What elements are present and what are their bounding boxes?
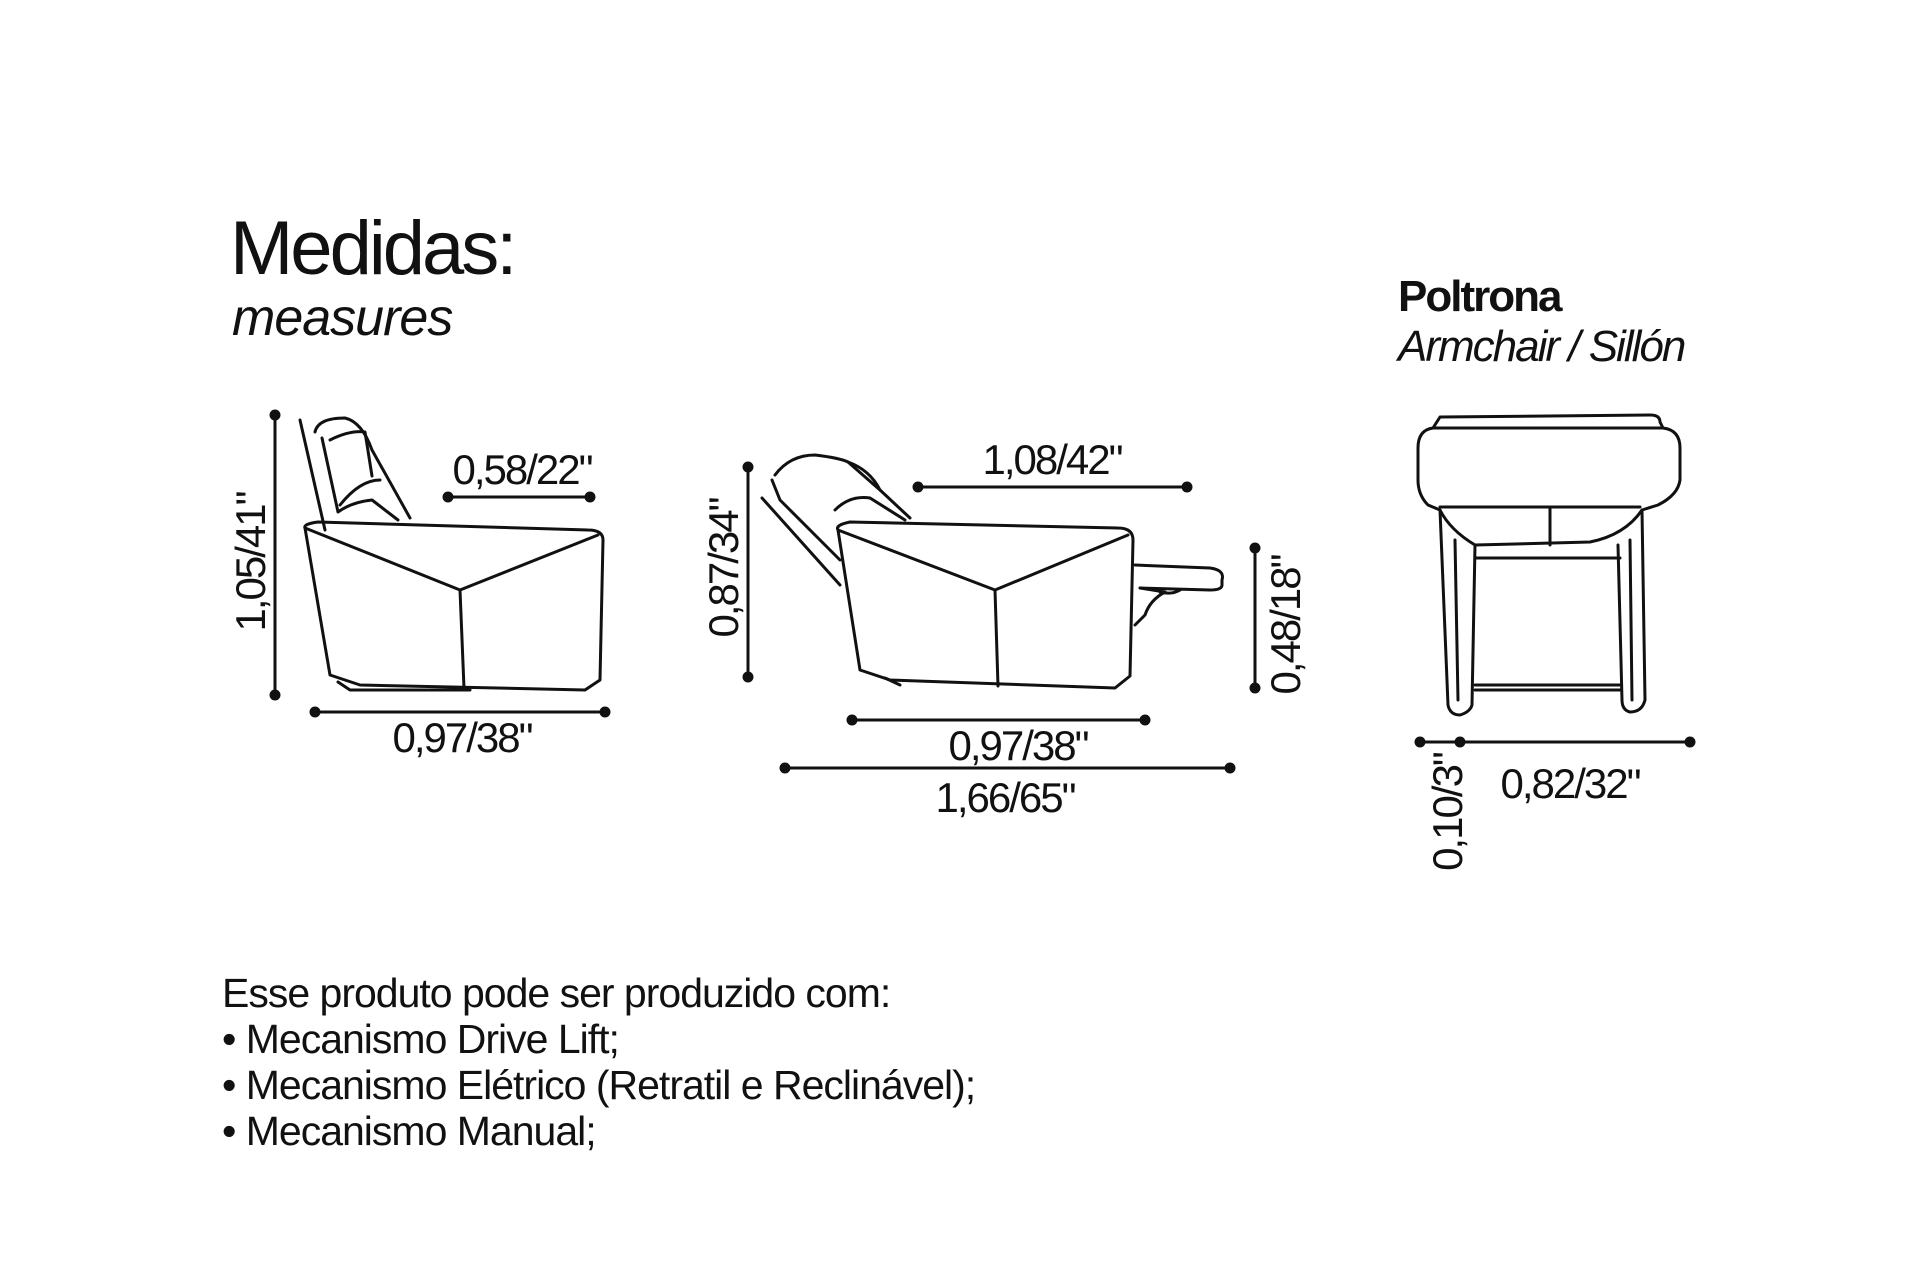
dim-side-height: 1,05/41"	[227, 491, 274, 631]
dim-reclined-height: 0,87/34"	[700, 497, 747, 637]
product-name: Poltrona	[1398, 272, 1562, 321]
dim-reclined-body-depth: 0,97/38"	[948, 722, 1088, 769]
front-view-dimension-lines	[1414, 736, 1696, 748]
page-subtitle: measures	[232, 289, 453, 347]
dim-side-depth: 0,97/38"	[392, 714, 532, 761]
dim-side-seat-depth: 0,58/22"	[452, 446, 592, 493]
side-view-labels: 1,05/41" 0,58/22" 0,97/38"	[227, 446, 595, 761]
reclined-view-labels: 0,87/34" 1,08/42" 0,48/18" 0,97/38" 1,66…	[700, 436, 1309, 821]
dim-footrest-height: 0,48/18"	[1262, 554, 1309, 694]
armchair-side-view	[298, 416, 605, 692]
dim-reclined-total-depth: 1,66/65"	[935, 774, 1075, 821]
page-title: Medidas:	[230, 206, 517, 291]
notes-item: • Mecanismo Manual;	[222, 1108, 597, 1154]
notes-item: • Mecanismo Elétrico (Retratil e Recliná…	[222, 1062, 976, 1108]
side-view-dimension-lines	[269, 409, 611, 718]
reclined-view-dimension-lines	[742, 461, 1261, 774]
notes-intro: Esse produto pode ser produzido com:	[222, 970, 891, 1016]
dim-front-width: 0,82/32"	[1500, 760, 1640, 807]
notes-item: • Mecanismo Drive Lift;	[222, 1016, 620, 1062]
product-translation: Armchair / Sillón	[1398, 322, 1686, 371]
front-view-labels: 0,10/3" 0,82/32"	[1424, 752, 1643, 871]
dim-reclined-seat-depth: 1,08/42"	[982, 436, 1122, 483]
armchair-reclined-view	[760, 453, 1224, 690]
production-notes: Esse produto pode ser produzido com: • M…	[222, 970, 976, 1154]
dim-front-arm-width: 0,10/3"	[1424, 752, 1471, 871]
armchair-front-view	[1416, 413, 1682, 717]
